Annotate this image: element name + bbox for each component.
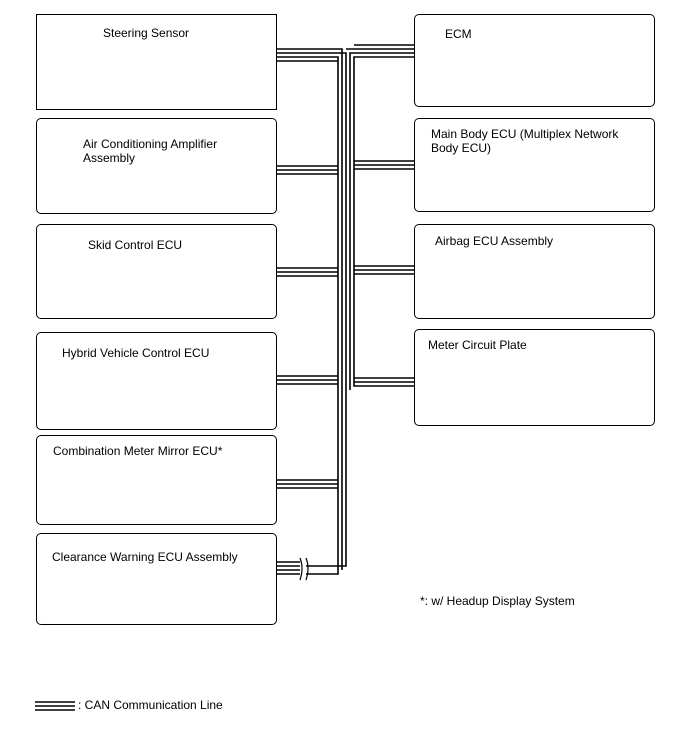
clearance-warning-box: Clearance Warning ECU Assembly: [36, 533, 277, 625]
ac-amplifier-label: Air Conditioning Amplifier Assembly: [83, 137, 218, 165]
can-line-legend-icon: [35, 701, 75, 711]
meter-mirror-box: Combination Meter Mirror ECU*: [36, 435, 277, 525]
legend-label: : CAN Communication Line: [78, 698, 223, 712]
hybrid-vehicle-label: Hybrid Vehicle Control ECU: [62, 346, 210, 360]
airbag-ecu-label: Airbag ECU Assembly: [435, 234, 554, 248]
meter-circuit-plate-label: Meter Circuit Plate: [428, 338, 527, 352]
main-body-ecu-box: Main Body ECU (Multiplex Network Body EC…: [414, 118, 655, 212]
branch-lines: [277, 44, 414, 575]
main-body-ecu-label: Main Body ECU (Multiplex Network Body EC…: [431, 127, 619, 155]
footnote: *: w/ Headup Display System: [420, 594, 575, 608]
airbag-ecu-box: Airbag ECU Assembly: [414, 224, 655, 319]
meter-circuit-plate-box: Meter Circuit Plate: [414, 329, 655, 426]
clearance-warning-label: Clearance Warning ECU Assembly: [52, 550, 238, 564]
hybrid-vehicle-box: Hybrid Vehicle Control ECU: [36, 332, 277, 430]
meter-mirror-label: Combination Meter Mirror ECU*: [53, 444, 223, 458]
steering-sensor-box: Steering Sensor: [36, 14, 277, 110]
line-break-mark: [299, 557, 309, 581]
skid-control-box: Skid Control ECU: [36, 224, 277, 319]
ecm-label: ECM: [445, 27, 472, 41]
steering-sensor-label: Steering Sensor: [103, 26, 190, 40]
ac-amplifier-box: Air Conditioning Amplifier Assembly: [36, 118, 277, 214]
ecm-box: ECM: [414, 14, 655, 107]
skid-control-label: Skid Control ECU: [88, 238, 183, 252]
